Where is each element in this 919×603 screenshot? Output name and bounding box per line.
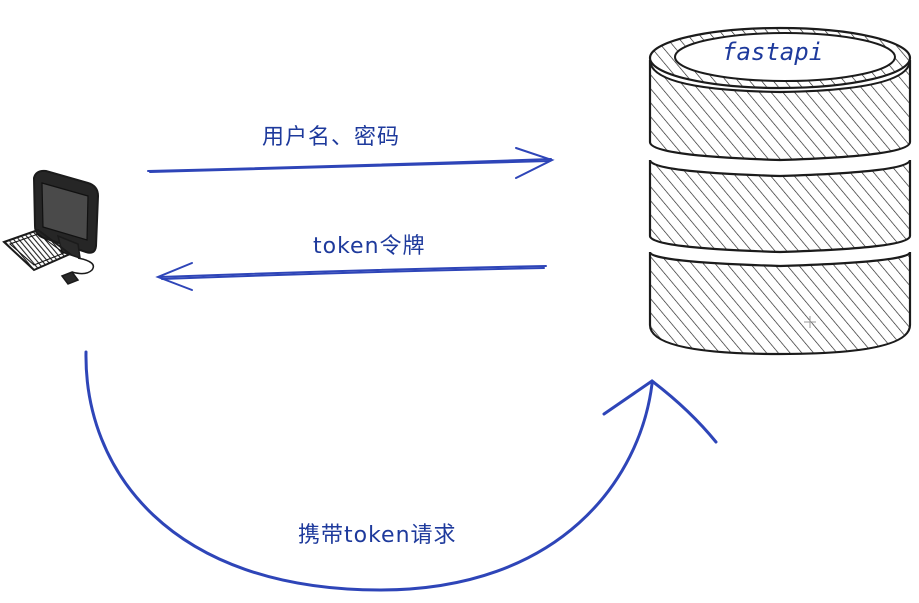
computer-icon bbox=[2, 169, 100, 285]
token-request-label: 携带token请求 bbox=[298, 523, 457, 548]
credentials-label: 用户名、密码 bbox=[262, 125, 401, 150]
arrow-token bbox=[155, 262, 547, 291]
arrow-credentials bbox=[147, 147, 555, 179]
server-name-label: fastapi bbox=[722, 38, 824, 66]
arrow-request-with-token bbox=[84, 350, 718, 592]
database-icon bbox=[648, 26, 912, 356]
token-label: token令牌 bbox=[313, 234, 426, 259]
